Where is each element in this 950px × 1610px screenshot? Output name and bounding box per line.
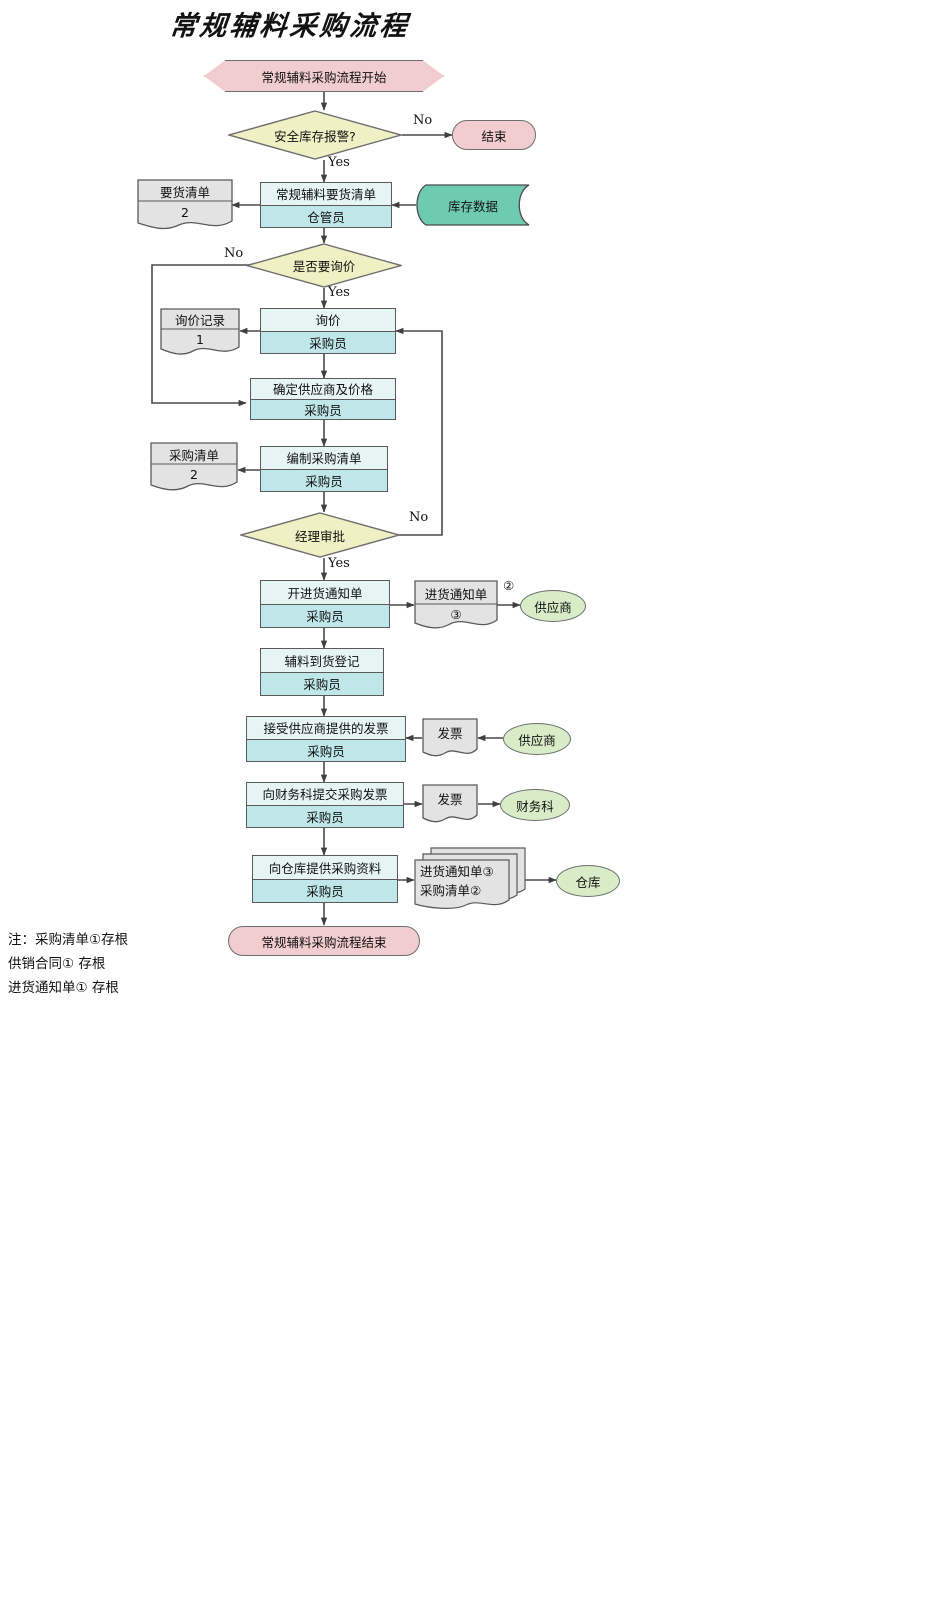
- process-submit-invoice[interactable]: 向财务科提交采购发票 采购员: [246, 782, 404, 828]
- process-issue-notice-role: 采购员: [261, 604, 389, 627]
- process-issue-notice[interactable]: 开进货通知单 采购员: [260, 580, 390, 628]
- stored-data-inventory: 库存数据: [410, 184, 530, 226]
- document-purchase-list-name: 采购清单: [168, 447, 219, 463]
- note-line-2: 供销合同① 存根: [8, 956, 106, 972]
- process-request-list-role: 仓管员: [261, 205, 391, 227]
- process-request-list-action: 常规辅料要货清单: [261, 183, 391, 206]
- process-arrival-record-action: 辅料到货登记: [261, 649, 383, 673]
- document-invoice-outgoing-label: 发票: [437, 791, 463, 807]
- document-request-list: 要货清单 2: [137, 179, 233, 233]
- process-receive-invoice[interactable]: 接受供应商提供的发票 采购员: [246, 716, 406, 762]
- document-stack-line-1: 进货通知单③: [420, 864, 494, 879]
- edge-label-yes-safety: Yes: [328, 155, 350, 170]
- document-purchase-list: 采购清单 2: [150, 442, 238, 494]
- document-purchase-notice-badge: ②: [503, 578, 515, 593]
- decision-need-quote[interactable]: 是否要询价: [246, 243, 402, 288]
- process-quote-action: 询价: [261, 309, 395, 332]
- process-provide-docs-warehouse-role: 采购员: [253, 879, 397, 902]
- note-line-1: 注：采购清单①存根: [8, 932, 129, 948]
- process-quote[interactable]: 询价 采购员: [260, 308, 396, 354]
- note-line-3: 进货通知单① 存根: [8, 980, 119, 996]
- process-make-purchase-list-action: 编制采购清单: [261, 447, 387, 470]
- edge-label-no-safety: No: [413, 113, 433, 128]
- document-stack-warehouse: 进货通知单③ 采购清单②: [414, 845, 526, 911]
- process-submit-invoice-role: 采购员: [247, 805, 403, 827]
- process-provide-docs-warehouse-action: 向仓库提供采购资料: [253, 856, 397, 880]
- stored-data-inventory-label: 库存数据: [447, 198, 498, 214]
- entity-supplier-2: 供应商: [503, 723, 571, 755]
- process-request-list[interactable]: 常规辅料要货清单 仓管员: [260, 182, 392, 228]
- decision-safety-stock-label: 安全库存报警?: [274, 128, 356, 144]
- entity-finance-dept: 财务科: [500, 789, 570, 821]
- document-request-list-count: 2: [181, 204, 189, 220]
- decision-manager-approval-label: 经理审批: [294, 528, 345, 544]
- entity-warehouse: 仓库: [556, 865, 620, 897]
- decision-need-quote-label: 是否要询价: [292, 259, 356, 274]
- edge-label-no-approve: No: [409, 510, 429, 525]
- document-purchase-list-count: 2: [190, 466, 198, 482]
- page-title: 常规辅料采购流程: [168, 11, 412, 42]
- process-confirm-supplier[interactable]: 确定供应商及价格 采购员: [250, 378, 396, 420]
- process-arrival-record[interactable]: 辅料到货登记 采购员: [260, 648, 384, 696]
- document-invoice-incoming-label: 发票: [437, 725, 463, 741]
- end-terminator-early: 结束: [452, 120, 536, 150]
- document-purchase-notice: 进货通知单 ③: [414, 580, 498, 632]
- document-stack-line-2: 采购清单②: [420, 883, 482, 898]
- process-quote-role: 采购员: [261, 331, 395, 353]
- document-invoice-outgoing: 发票: [422, 784, 478, 826]
- end-terminator-final: 常规辅料采购流程结束: [228, 926, 420, 956]
- process-receive-invoice-role: 采购员: [247, 739, 405, 761]
- process-make-purchase-list-role: 采购员: [261, 469, 387, 491]
- edge-label-no-quote: No: [224, 246, 244, 261]
- document-quote-record-name: 询价记录: [174, 313, 225, 328]
- document-purchase-notice-name: 进货通知单: [424, 586, 488, 602]
- process-make-purchase-list[interactable]: 编制采购清单 采购员: [260, 446, 388, 492]
- document-request-list-name: 要货清单: [159, 184, 210, 200]
- document-purchase-notice-count: ③: [450, 606, 462, 622]
- edge-label-yes-quote: Yes: [328, 285, 350, 300]
- document-quote-record-count: 1: [196, 331, 204, 347]
- decision-manager-approval[interactable]: 经理审批: [240, 512, 400, 558]
- process-provide-docs-warehouse[interactable]: 向仓库提供采购资料 采购员: [252, 855, 398, 903]
- decision-safety-stock[interactable]: 安全库存报警?: [228, 110, 402, 160]
- document-invoice-incoming: 发票: [422, 718, 478, 760]
- process-confirm-supplier-action: 确定供应商及价格: [251, 379, 395, 400]
- process-receive-invoice-action: 接受供应商提供的发票: [247, 717, 405, 740]
- start-terminator: 常规辅料采购流程开始: [204, 60, 444, 92]
- process-submit-invoice-action: 向财务科提交采购发票: [247, 783, 403, 806]
- entity-supplier-1: 供应商: [520, 590, 586, 622]
- process-arrival-record-role: 采购员: [261, 672, 383, 695]
- edge-label-yes-approve: Yes: [328, 556, 350, 571]
- document-quote-record: 询价记录 1: [160, 308, 240, 358]
- notes-block: 注：采购清单①存根 供销合同① 存根 进货通知单① 存根: [8, 928, 128, 1000]
- process-confirm-supplier-role: 采购员: [251, 399, 395, 419]
- process-issue-notice-action: 开进货通知单: [261, 581, 389, 605]
